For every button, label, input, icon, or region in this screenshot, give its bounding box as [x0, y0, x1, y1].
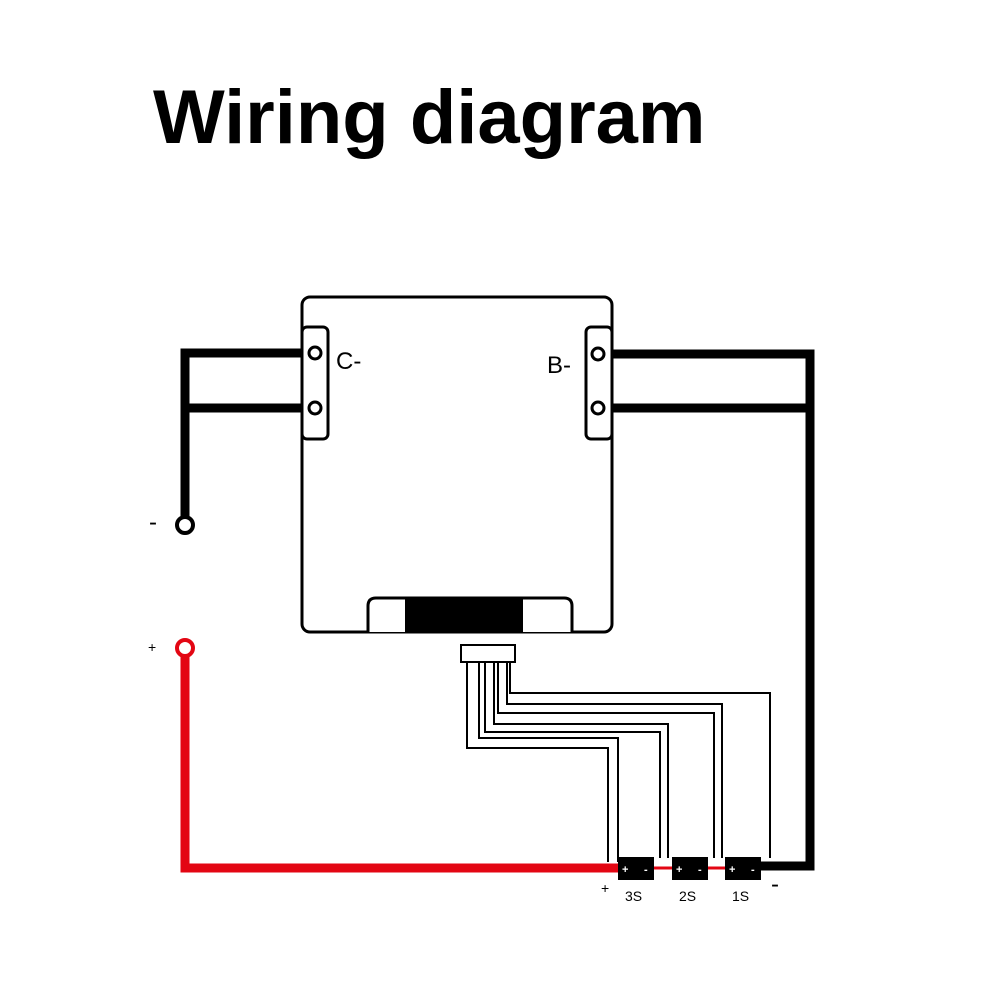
- balance-wire-1s-inner: [506, 662, 723, 858]
- c-minus-label: C-: [336, 348, 361, 375]
- balance-plug: [460, 644, 516, 663]
- cell-2s-body: [672, 857, 708, 880]
- output-negative-label: -: [149, 509, 157, 536]
- balance-wires: [466, 662, 771, 862]
- output-positive: +: [148, 638, 195, 658]
- b-minus-screw-bottom: [590, 400, 606, 416]
- b-minus-wire-top: [597, 349, 815, 871]
- b-minus-screw-top: [590, 346, 606, 362]
- balance-wire-3s-plus: [466, 662, 609, 862]
- cell-2s-plus: +: [676, 864, 682, 876]
- page-title: Wiring diagram: [153, 75, 705, 160]
- battery-pack: + - 3S + - 2S + - 1S + -: [601, 857, 779, 904]
- cell-1s-plus: +: [729, 864, 735, 876]
- balance-wire-3s-plus-inner: [478, 662, 619, 862]
- cell-1s-minus: -: [751, 864, 755, 876]
- b-minus-terminal-block: [584, 325, 614, 441]
- balance-socket-core: [405, 598, 523, 632]
- balance-wire-1s: [497, 662, 715, 858]
- c-minus-wire-top: [180, 348, 315, 520]
- output-negative: -: [149, 509, 195, 536]
- output-positive-label: +: [148, 639, 156, 655]
- cell-2s: + - 2S: [672, 857, 708, 904]
- c-minus-wires: [180, 348, 315, 520]
- cell-1s: + - 1S: [725, 857, 761, 904]
- pack-negative-label: -: [771, 871, 779, 898]
- protection-board: C- B-: [300, 295, 614, 634]
- cell-3s-label: 3S: [625, 888, 642, 904]
- b-minus-wires: [597, 349, 815, 871]
- output-negative-terminal: [175, 515, 195, 535]
- cell-3s-body: [618, 857, 654, 880]
- cell-3s-plus: +: [622, 864, 628, 876]
- pack-positive-label: +: [601, 880, 609, 896]
- c-minus-screw-top: [307, 345, 323, 361]
- output-positive-terminal: [175, 638, 195, 658]
- cell-2s-minus: -: [698, 864, 702, 876]
- b-minus-label: B-: [547, 352, 571, 379]
- cell-3s: + - 3S: [618, 857, 654, 904]
- balance-wire-2s: [484, 662, 661, 858]
- c-minus-screw-bottom: [307, 400, 323, 416]
- cell-3s-minus: -: [644, 864, 648, 876]
- cell-1s-body: [725, 857, 761, 880]
- cell-1s-label: 1S: [732, 888, 749, 904]
- positive-wire: [180, 653, 618, 873]
- balance-wire-1s-minus: [509, 662, 771, 858]
- c-minus-terminal-block: [300, 325, 330, 441]
- cell-2s-label: 2S: [679, 888, 696, 904]
- balance-wire-2s-inner: [493, 662, 669, 858]
